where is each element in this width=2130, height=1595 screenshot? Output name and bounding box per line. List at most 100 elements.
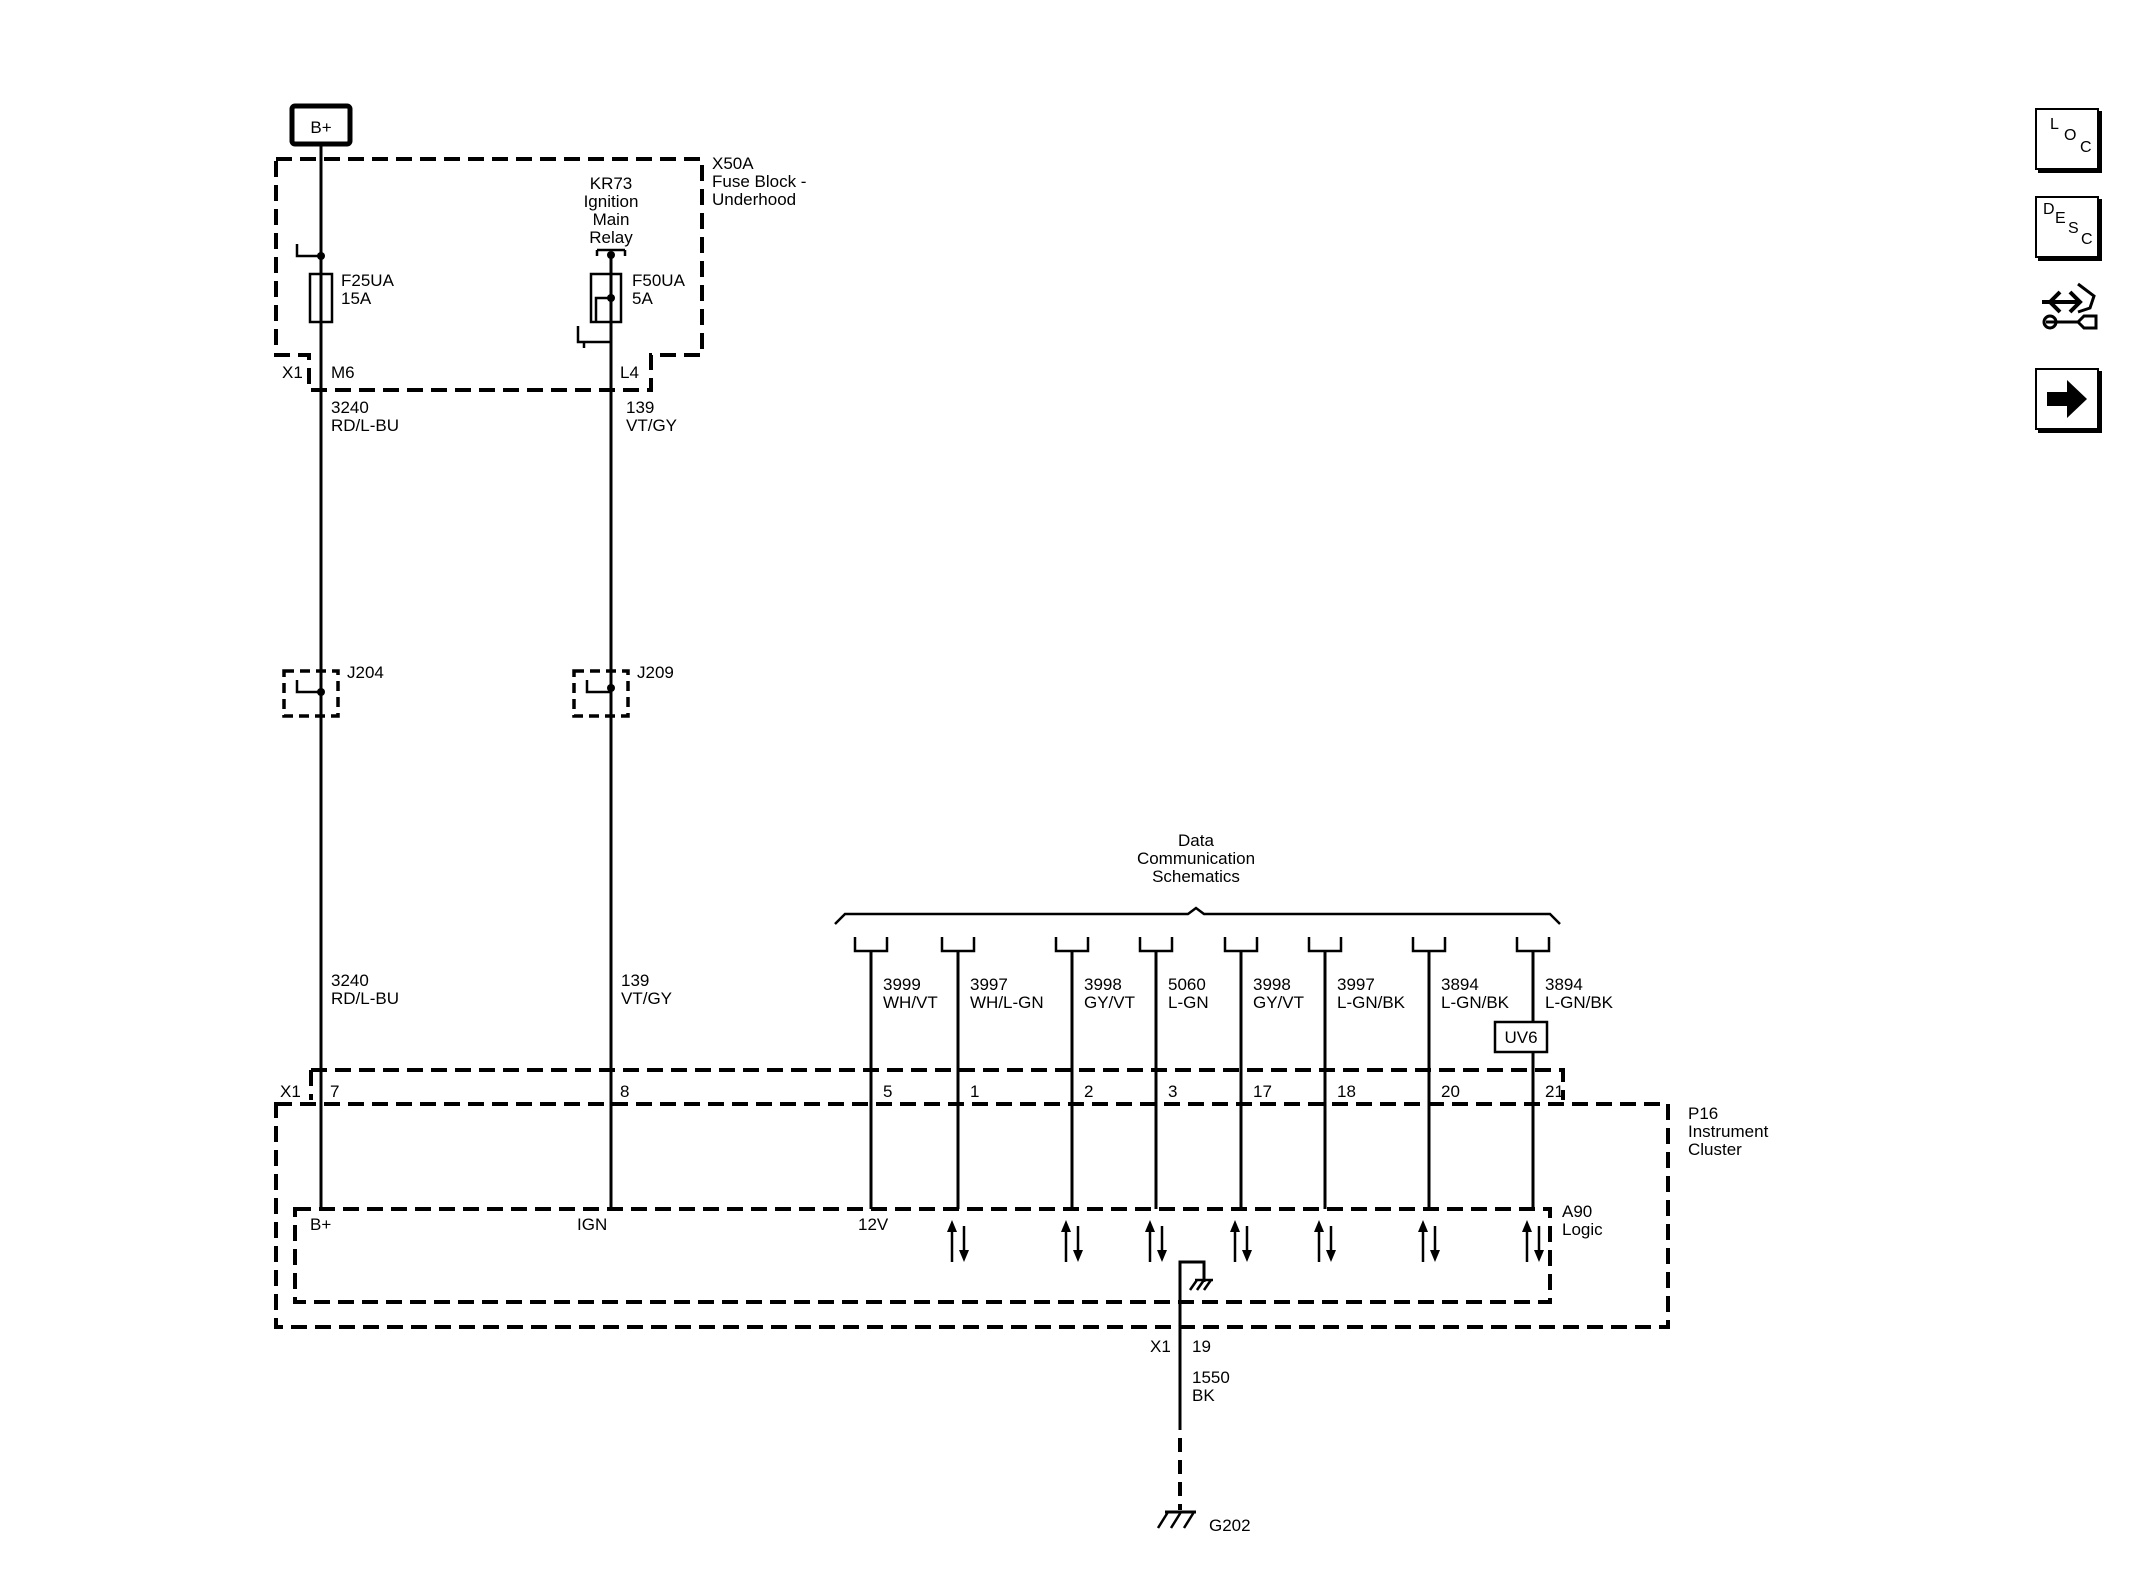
loc-letter-c: C: [2080, 139, 2092, 156]
relay-name-line3: Relay: [589, 228, 633, 247]
data-wire-pin: 5: [883, 1082, 892, 1101]
relay-ref: KR73: [590, 174, 633, 193]
cluster-connector-x1: [311, 1068, 1565, 1100]
ground-ref: G202: [1209, 1516, 1251, 1535]
fuse-f50ua-ref: F50UA: [632, 271, 686, 290]
internal-ground-symbol: [1178, 1260, 1213, 1291]
desc-button-icon[interactable]: D E S C: [2035, 196, 2099, 258]
bidirectional-arrows-icon: [1061, 1220, 1083, 1262]
bidirectional-arrows-icon: [1522, 1220, 1544, 1262]
uv6-component: UV6: [1493, 1020, 1549, 1054]
data-wire-circuit: 3997: [970, 975, 1008, 994]
data-wire-circuit: 5060: [1168, 975, 1206, 994]
cluster-ref: P16: [1688, 1104, 1718, 1123]
relay-name-line1: Ignition: [584, 192, 639, 211]
bidirectional-arrows-icon: [1314, 1220, 1336, 1262]
data-comm-line1: Data: [1178, 831, 1214, 850]
ground-circuit: 1550: [1192, 1368, 1230, 1387]
bidirectional-arrows-icon: [947, 1220, 969, 1262]
next-page-arrow-icon[interactable]: [2035, 368, 2099, 430]
bidirectional-arrows-icon: [1145, 1220, 1167, 1262]
fuse-block-pin-l4: L4: [620, 363, 639, 382]
logic-func-bplus: B+: [310, 1215, 331, 1234]
data-wire-color: WH/VT: [883, 993, 938, 1012]
data-wire-color: GY/VT: [1253, 993, 1304, 1012]
desc-letter-d: D: [2043, 201, 2055, 218]
data-wire-color: L-GN: [1168, 993, 1209, 1012]
battery-power-label: B+: [310, 118, 331, 137]
battery-power-source: B+: [289, 103, 353, 147]
uv6-label: UV6: [1504, 1028, 1537, 1047]
wire-139-color-top: VT/GY: [626, 416, 677, 435]
cluster-pin-7: 7: [330, 1082, 339, 1101]
data-wire-color: L-GN/BK: [1441, 993, 1510, 1012]
bidirectional-arrows-icon: [1230, 1220, 1252, 1262]
ground-g202: G202: [1156, 1510, 1251, 1535]
data-wire-func: 12V: [858, 1215, 889, 1234]
connector-repair-icon[interactable]: [2038, 278, 2102, 342]
fuse-f25ua: F25UA 15A: [295, 244, 395, 324]
fuse-block-name-line2: Underhood: [712, 190, 796, 209]
data-wires: 3999WH/VT512V3997WH/L-GN13998GY/VT25060L…: [853, 937, 1614, 1262]
splice-j204: J204: [282, 663, 384, 718]
ground-color: BK: [1192, 1386, 1215, 1405]
data-wire-circuit: 3998: [1253, 975, 1291, 994]
wire-3240-circuit-top: 3240: [331, 398, 369, 417]
wire-3240-color-bottom: RD/L-BU: [331, 989, 399, 1008]
data-wire-circuit: 3894: [1545, 975, 1583, 994]
data-comm-line2: Communication: [1137, 849, 1255, 868]
data-wire-pin: 20: [1441, 1082, 1460, 1101]
data-wire-pin: 17: [1253, 1082, 1272, 1101]
bidirectional-arrows-icon: [1418, 1220, 1440, 1262]
relay-name-line2: Main: [593, 210, 630, 229]
loc-letter-l: L: [2050, 116, 2059, 133]
fuse-block-name-line1: Fuse Block -: [712, 172, 806, 191]
cluster-pin-8: 8: [620, 1082, 629, 1101]
data-communication-reference[interactable]: Data Communication Schematics: [834, 831, 1561, 925]
data-wire-pin: 2: [1084, 1082, 1093, 1101]
data-wire-circuit: 3999: [883, 975, 921, 994]
loc-letter-o: O: [2064, 127, 2077, 144]
arrow-right-icon: [2047, 380, 2087, 418]
data-wire-color: WH/L-GN: [970, 993, 1044, 1012]
fuse-f25ua-rating: 15A: [341, 289, 372, 308]
desc-letter-c: C: [2081, 231, 2093, 248]
cluster-name-line1: Instrument: [1688, 1122, 1769, 1141]
wire-139-circuit-bottom: 139: [621, 971, 649, 990]
ground-pin: 19: [1192, 1337, 1211, 1356]
ground-connector-label: X1: [1150, 1337, 1171, 1356]
logic-name: Logic: [1562, 1220, 1603, 1239]
logic-a90: A90 Logic B+ IGN: [293, 1202, 1603, 1304]
data-wire-color: GY/VT: [1084, 993, 1135, 1012]
splice-j209-label: J209: [637, 663, 674, 682]
fuse-block-underhood: X50A Fuse Block - Underhood KR73 Ignitio…: [274, 154, 806, 392]
desc-letter-s: S: [2068, 220, 2079, 237]
fuse-f50ua-rating: 5A: [632, 289, 653, 308]
desc-letter-e: E: [2055, 210, 2066, 227]
data-wire-pin: 18: [1337, 1082, 1356, 1101]
data-wire-pin: 21: [1545, 1082, 1564, 1101]
data-wire-pin: 1: [970, 1082, 979, 1101]
fuse-block-connector: X1: [282, 363, 303, 382]
fuse-block-pin-m6: M6: [331, 363, 355, 382]
cluster-name-line2: Cluster: [1688, 1140, 1742, 1159]
wire-3240-color-top: RD/L-BU: [331, 416, 399, 435]
loc-button-icon[interactable]: L O C: [2035, 108, 2099, 170]
data-wire-circuit: 3894: [1441, 975, 1479, 994]
instrument-cluster-p16: P16 Instrument Cluster: [274, 1102, 1769, 1329]
data-wire-color: L-GN/BK: [1545, 993, 1614, 1012]
fuse-f50ua: F50UA 5A: [576, 248, 686, 348]
splice-j209: J209: [572, 663, 674, 718]
data-wire-circuit: 3997: [1337, 975, 1375, 994]
fuse-block-ref: X50A: [712, 154, 754, 173]
data-wire-color: L-GN/BK: [1337, 993, 1406, 1012]
cluster-connector-label: X1: [280, 1082, 301, 1101]
